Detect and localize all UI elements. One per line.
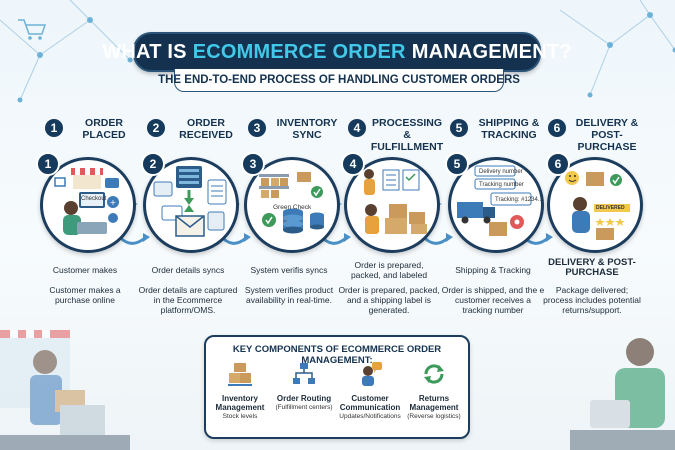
component-desc: (Reverse logistics) [407, 413, 461, 420]
component-name: Inventory Management [215, 394, 265, 412]
step-5-label: SHIPPING &TRACKING [478, 117, 540, 141]
step-3-circle-number: 3 [241, 152, 265, 176]
return-arrows-icon [424, 364, 444, 384]
component-desc: Updates/Notifications [339, 413, 401, 420]
component-desc: (Fulfillment centers) [275, 404, 333, 411]
step-4-header: 4 PROCESSING &FULFILLMENT [348, 117, 446, 153]
component-name: Returns Management [409, 394, 459, 412]
component-customer-communication: Customer Communication Updates/Notificat… [338, 361, 402, 421]
component-name: Customer Communication [339, 394, 401, 412]
page-subtitle: THE END-TO-END PROCESS OF HANDLING CUSTO… [158, 69, 520, 92]
step-3-caption: System verifis syncs [250, 265, 328, 275]
svg-text:+: + [110, 198, 117, 207]
storefront-shopping-icon: + [54, 168, 119, 235]
step-1-caption: Customer makes [52, 265, 118, 275]
delivery-truck-icon [457, 165, 532, 236]
step-1-number: 1 [45, 119, 63, 137]
chat-person-icon [362, 362, 382, 386]
step-5-illustration: Delivery number Tracking number Tracking… [448, 157, 544, 253]
routing-network-icon [293, 363, 315, 384]
green-check-label: Green Check [273, 204, 312, 211]
component-returns-management: Returns Management (Reverse logistics) [402, 361, 466, 421]
step-6-number: 6 [548, 119, 566, 137]
happy-customer-icon [565, 171, 630, 240]
page-title: WHAT IS ECOMMERCE ORDER MANAGEMENT? [102, 32, 571, 72]
step-3-description: System verifies product availability in … [244, 285, 334, 305]
key-components-title: KEY COMPONENTS OF ECOMMERCE ORDER MANAGE… [232, 344, 442, 366]
step-3-illustration: Green Check [244, 157, 340, 253]
checkout-label: Checkout [81, 196, 107, 202]
step-6-header: 6 DELIVERY &POST-PURCHASE [548, 117, 646, 153]
tracking-number-label: Tracking number [479, 182, 524, 188]
component-desc: Stock levels [222, 413, 258, 420]
step-6-description: Package delivered; process includes pote… [543, 285, 641, 315]
title-part-ecommerce-order: ECOMMERCE ORDER [192, 40, 406, 63]
step-1-description: Customer makes a purchase online [49, 285, 121, 305]
key-components-panel: KEY COMPONENTS OF ECOMMERCE ORDER MANAGE… [204, 335, 470, 439]
step-5-number: 5 [450, 119, 468, 137]
step-5-header: 5 SHIPPING &TRACKING [450, 117, 548, 147]
packing-worker-icon [364, 169, 427, 234]
component-inventory-management: Inventory Management Stock levels [208, 361, 272, 421]
component-order-routing: Order Routing (Fulfillment centers) [272, 361, 336, 412]
step-6-label: DELIVERY &POST-PURCHASE [575, 117, 639, 153]
component-name: Order Routing [276, 394, 332, 403]
step-2-number: 2 [147, 119, 165, 137]
step-2-caption: Order details syncs [151, 265, 225, 275]
step-3-number: 3 [248, 119, 266, 137]
step-6-caption: DELIVERY & POST-PURCHASE [548, 257, 636, 278]
step-1-circle-number: 1 [36, 152, 60, 176]
step-5-description: Order is shipped, and the e customer rec… [441, 285, 545, 315]
warehouse-database-icon [259, 172, 324, 234]
step-4-number: 4 [348, 119, 366, 137]
boxes-icon [228, 363, 252, 386]
delivery-number-label: Delivery number [479, 169, 523, 175]
step-4-caption: Order is prepared, packed, and labeled [350, 260, 428, 280]
step-2-description: Order details are captured in the Ecomme… [138, 285, 238, 315]
step-5-caption: Shipping & Tracking [455, 265, 531, 275]
step-4-description: Order is prepared, packed, and a shippin… [338, 285, 440, 315]
step-2-circle-number: 2 [141, 152, 165, 176]
step-4-circle-number: 4 [341, 152, 365, 176]
title-part-management: MANAGEMENT? [411, 40, 572, 63]
tracking-code-label: Tracking: #1234... [495, 197, 543, 203]
step-5-circle-number: 5 [445, 152, 469, 176]
step-4-label: PROCESSING &FULFILLMENT [370, 117, 444, 153]
step-6-circle-number: 6 [546, 152, 570, 176]
delivered-badge: DELIVERED [596, 205, 625, 211]
server-envelope-icon [153, 166, 227, 237]
step-1-illustration: + Checkout [40, 157, 136, 253]
title-part-what-is: WHAT IS [102, 40, 187, 63]
